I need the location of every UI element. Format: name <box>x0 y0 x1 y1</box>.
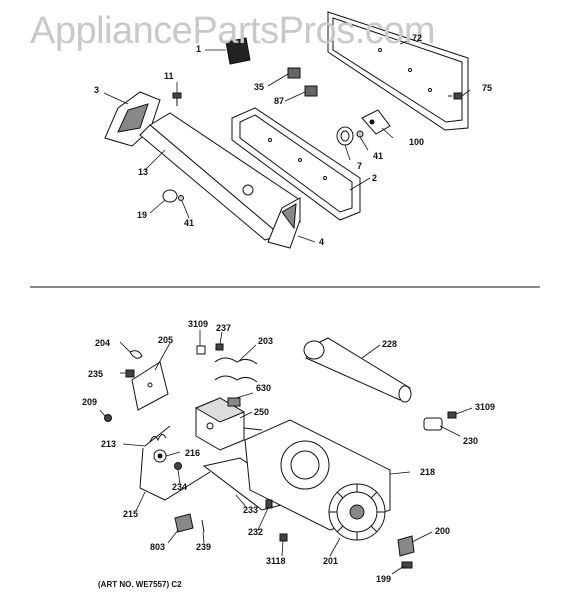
callout-3118: 3118 <box>266 556 286 566</box>
part-209-nut <box>104 414 112 422</box>
callout-237: 237 <box>216 323 232 333</box>
part-228-cylinder-duct <box>303 337 412 403</box>
callout-3: 3 <box>94 85 100 95</box>
callout-203: 203 <box>258 336 274 346</box>
callout-35: 35 <box>254 82 265 92</box>
part-205-bracket <box>131 361 169 411</box>
part-72-rear-panel <box>327 11 469 131</box>
part-1-label-card <box>225 37 251 65</box>
callout-233: 233 <box>243 505 259 515</box>
callout-2: 2 <box>372 173 378 183</box>
callout-1: 1 <box>196 44 202 54</box>
callout-235: 235 <box>88 369 104 379</box>
callout-209: 209 <box>82 397 98 407</box>
part-232-screw <box>265 499 273 509</box>
callout-4: 4 <box>319 237 325 247</box>
part-7-knob <box>336 126 354 146</box>
leader-lines-top <box>103 39 471 243</box>
part-200-bracket <box>397 535 415 557</box>
callout-3109-right: 3109 <box>475 402 496 412</box>
callout-803: 803 <box>150 542 166 552</box>
callout-200: 200 <box>435 526 451 536</box>
part-239-pin <box>201 519 205 533</box>
callout-201: 201 <box>323 556 339 566</box>
callout-87: 87 <box>274 96 285 106</box>
art-number: (ART NO. WE7557) C2 <box>98 580 182 589</box>
callout-7: 7 <box>357 161 363 171</box>
part-100-switch <box>361 109 391 135</box>
callout-234: 234 <box>172 482 188 492</box>
callout-250: 250 <box>254 407 270 417</box>
part-201-blower-wheel <box>328 483 386 541</box>
part-803-clip <box>174 513 194 533</box>
part-3118-screw <box>279 533 288 542</box>
callout-19: 19 <box>137 210 148 220</box>
callout-216: 216 <box>185 448 201 458</box>
part-35-clip <box>287 67 301 79</box>
part-11-screw <box>172 92 182 106</box>
callout-100: 100 <box>409 137 425 147</box>
callout-41-lower: 41 <box>184 218 195 228</box>
callout-41-upper: 41 <box>373 151 384 161</box>
callout-205: 205 <box>158 335 174 345</box>
callout-230: 230 <box>463 436 479 446</box>
callout-75: 75 <box>482 83 493 93</box>
part-237-screw <box>215 343 224 351</box>
part-213-spring <box>144 425 171 447</box>
callout-215: 215 <box>123 509 139 519</box>
part-2-console-frame <box>231 107 361 221</box>
leader-lines-bottom <box>99 330 473 575</box>
part-203-clamps <box>214 357 258 383</box>
callout-3109-upper: 3109 <box>188 319 209 329</box>
callout-11: 11 <box>164 71 174 81</box>
callout-630: 630 <box>256 383 272 393</box>
callout-218: 218 <box>420 467 436 477</box>
callout-72: 72 <box>412 33 423 43</box>
part-19-knob <box>162 189 178 203</box>
callout-13: 13 <box>138 167 149 177</box>
watermark-text: AppliancePartsPros.com <box>30 10 436 52</box>
callout-199: 199 <box>376 574 392 584</box>
callout-239: 239 <box>196 542 212 552</box>
part-3109-screw-upper <box>196 345 206 355</box>
part-41-clip-upper <box>356 130 364 138</box>
part-250-motor <box>194 397 263 451</box>
part-199-screw <box>401 561 413 569</box>
part-215-idler-arm <box>139 447 211 501</box>
callout-228: 228 <box>382 339 398 349</box>
part-204-clip <box>129 350 143 359</box>
part-41-clip-lower <box>178 195 184 201</box>
callout-204: 204 <box>95 338 111 348</box>
part-13-control-panel <box>139 112 301 241</box>
part-87-clip <box>304 85 318 97</box>
part-630-switch <box>227 397 241 407</box>
part-235-screw <box>125 369 135 378</box>
part-216-pulley <box>153 449 167 463</box>
part-4-end-cap <box>267 197 301 249</box>
part-234-nut <box>174 462 182 470</box>
part-3109-screw-right <box>447 411 457 419</box>
callout-213: 213 <box>101 439 117 449</box>
callout-232: 232 <box>248 527 264 537</box>
part-230-thermostat <box>423 417 443 431</box>
